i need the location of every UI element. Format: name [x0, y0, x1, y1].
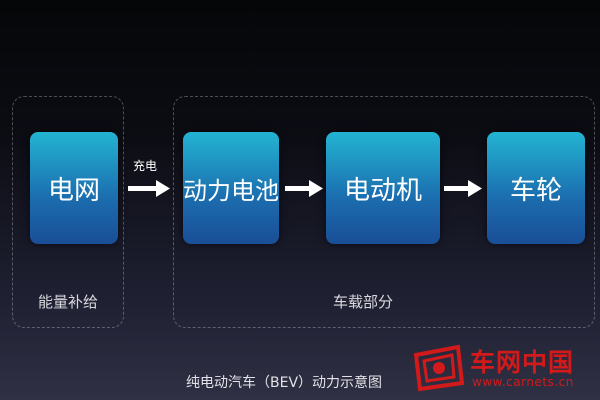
watermark-brand-name: 车网中国: [470, 348, 575, 377]
node-power-battery: 动力电池: [183, 132, 279, 244]
node-electric-motor: 电动机: [326, 132, 440, 244]
diagram-caption: 纯电动汽车（BEV）动力示意图: [186, 375, 383, 391]
charge-edge-label: 充电: [133, 159, 158, 173]
energy-supply-group-label: 能量补给: [38, 293, 99, 311]
charge-arrow-icon: [128, 180, 170, 197]
node-power-grid-label: 电网: [47, 175, 100, 206]
carnets-logo-icon: [413, 344, 465, 392]
watermark-url: www.carnets.cn: [472, 375, 574, 389]
node-wheel-label: 车轮: [509, 175, 562, 206]
node-power-battery-label: 动力电池: [183, 176, 279, 205]
energy-supply-group: [12, 96, 124, 328]
motor-to-wheel-arrow-icon: [444, 180, 482, 197]
watermark: 车网中国 www.carnets.cn: [408, 343, 598, 395]
on-vehicle-group: [173, 96, 595, 328]
node-power-grid: 电网: [30, 132, 118, 244]
node-electric-motor-label: 电动机: [343, 175, 422, 206]
on-vehicle-group-label: 车载部分: [333, 293, 394, 311]
node-wheel: 车轮: [487, 132, 585, 244]
battery-to-motor-arrow-icon: [285, 180, 323, 197]
